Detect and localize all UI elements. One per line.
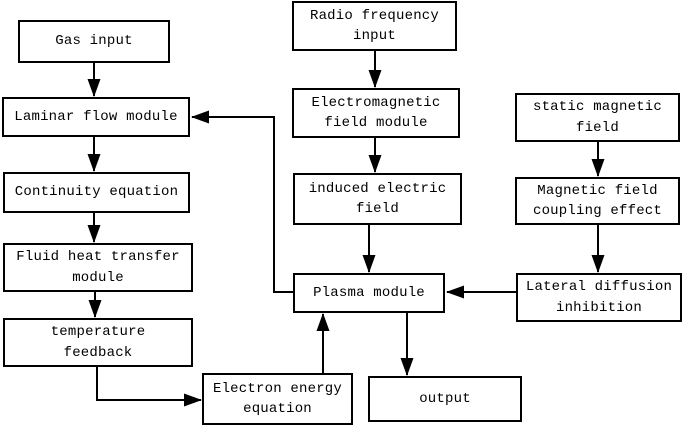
node-lateral-diffusion-inhibition: Lateral diffusion inhibition bbox=[516, 273, 682, 322]
node-output: output bbox=[368, 376, 522, 422]
node-laminar-flow-module: Laminar flow module bbox=[2, 97, 190, 137]
node-temperature-feedback: temperature feedback bbox=[3, 318, 193, 367]
edge-temperature-feedback-to-electron-energy-equation bbox=[96, 367, 202, 407]
node-induced-electric-field: induced electric field bbox=[293, 173, 462, 225]
node-fluid-heat-transfer-module: Fluid heat transfer module bbox=[3, 243, 193, 292]
node-continuity-equation: Continuity equation bbox=[3, 172, 190, 213]
node-magnetic-field-coupling-effect: Magnetic field coupling effect bbox=[515, 177, 680, 225]
node-radio-frequency-input: Radio frequency input bbox=[292, 1, 457, 51]
node-static-magnetic-field: static magnetic field bbox=[515, 93, 680, 142]
node-plasma-module: Plasma module bbox=[293, 273, 445, 313]
edge-plasma-module-to-laminar-flow-module-feedback bbox=[191, 110, 293, 293]
node-electron-energy-equation: Electron energy equation bbox=[202, 373, 353, 425]
node-electromagnetic-field-module: Electromagnetic field module bbox=[292, 88, 460, 138]
node-gas-input: Gas input bbox=[18, 20, 170, 63]
